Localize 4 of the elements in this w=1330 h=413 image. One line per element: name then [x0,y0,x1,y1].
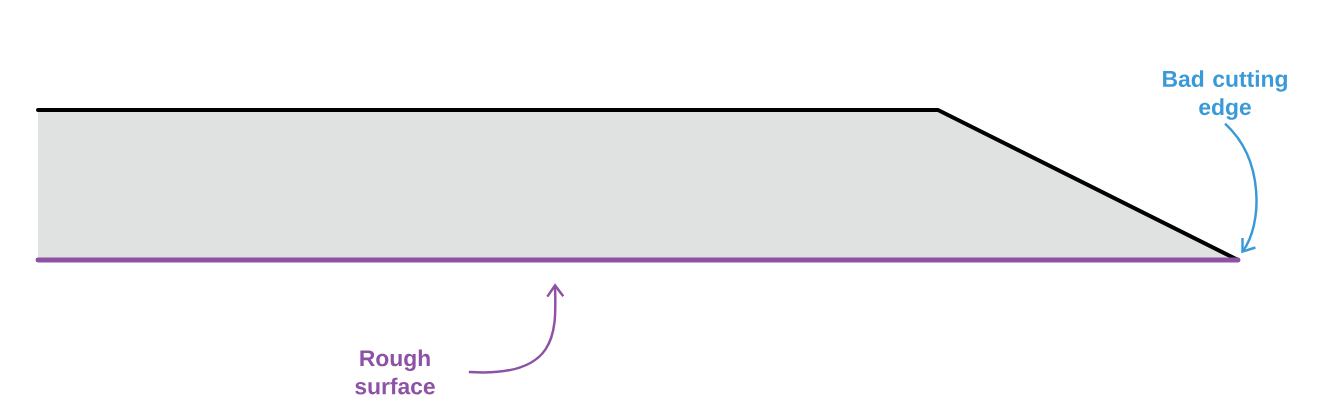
leader-line [1224,122,1258,254]
leader-line [468,283,565,374]
callout-label: Bad cutting edge [1163,70,1287,120]
callout-label: Rough surface [355,349,435,395]
